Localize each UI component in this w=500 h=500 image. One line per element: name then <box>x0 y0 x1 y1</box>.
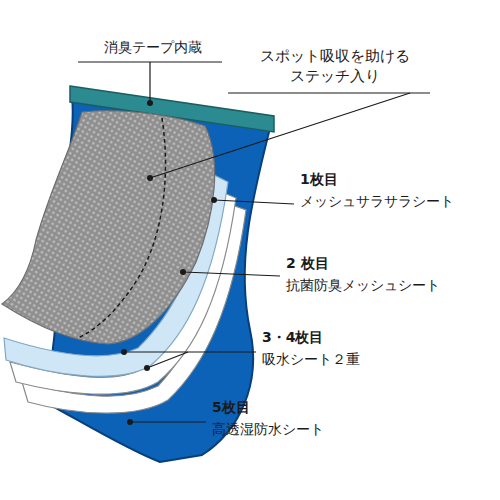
callout-label: スポット吸収を助ける ステッチ入り <box>230 46 440 87</box>
leader-lines <box>78 62 430 422</box>
callout-label: 高透湿防水シート <box>212 420 412 439</box>
callout-label: 消臭テープ内蔵 <box>78 38 228 57</box>
leader-dot <box>144 365 150 371</box>
leader-line <box>124 351 256 352</box>
leader-dot <box>211 197 217 203</box>
leader-dot <box>127 419 133 425</box>
mesh-sheet <box>2 111 215 344</box>
leader-line <box>149 62 150 103</box>
leader-line <box>228 92 430 93</box>
callout-label: メッシュサラサラシート <box>300 192 495 211</box>
leader-line <box>214 200 294 204</box>
leader-dot <box>121 349 127 355</box>
layer-number: 1枚目 <box>300 170 490 189</box>
stitch-line <box>78 118 166 338</box>
leader-line <box>147 352 188 368</box>
leader-line <box>150 93 410 178</box>
layer-number: 2 枚目 <box>286 254 476 273</box>
leader-dot <box>180 269 186 275</box>
leader-line <box>183 272 280 276</box>
leader-dots <box>121 100 217 425</box>
layer-number: 3・4枚目 <box>262 328 452 347</box>
layer-number: 5枚目 <box>212 398 402 417</box>
leader-dot <box>147 100 153 106</box>
leader-dot <box>147 175 153 181</box>
callout-label: 吸水シート２重 <box>262 350 462 369</box>
leader-line <box>130 421 206 422</box>
callout-label: 抗菌防臭メッシュシート <box>286 276 491 295</box>
